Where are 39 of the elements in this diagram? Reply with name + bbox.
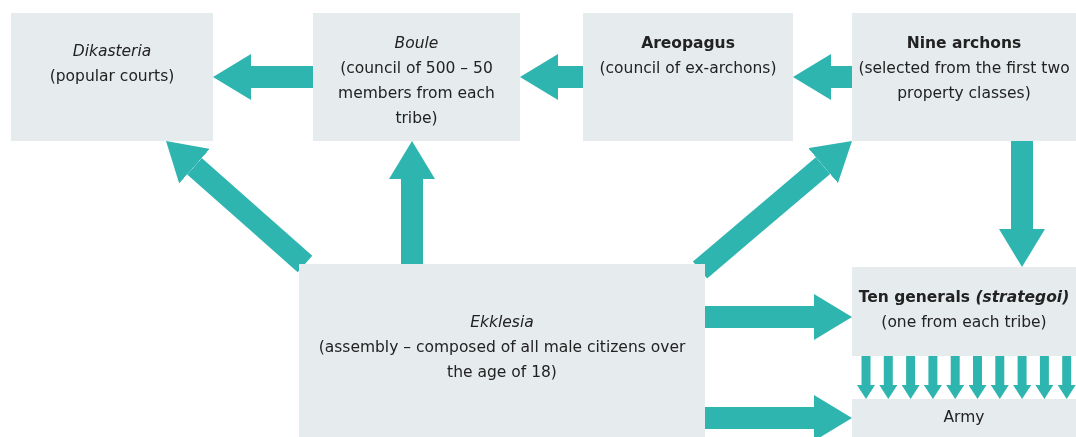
arrow xyxy=(213,54,313,100)
arrow xyxy=(990,356,1009,399)
process-box xyxy=(583,13,793,141)
arrow xyxy=(520,54,583,100)
process-box xyxy=(852,13,1076,141)
arrow xyxy=(1057,356,1076,399)
arrow xyxy=(692,141,852,279)
box-text: (council of ex-archons) xyxy=(598,58,778,79)
arrow xyxy=(389,141,435,264)
arrow xyxy=(166,141,313,273)
process-box xyxy=(11,13,213,141)
arrow xyxy=(1013,356,1032,399)
box-heading: Ekklesia xyxy=(469,312,535,333)
process-box xyxy=(852,267,1076,356)
box-text: (assembly – composed of all male citizens over the age of 18) xyxy=(317,337,687,383)
box-text: (selected from the first two property classes) xyxy=(857,58,1071,104)
process-box xyxy=(852,399,1076,437)
arrow xyxy=(793,54,852,100)
process-box xyxy=(313,13,520,141)
box-text: (council of 500 – 50 members from each tribe) xyxy=(337,58,496,129)
process-box xyxy=(299,264,705,437)
arrow xyxy=(879,356,898,399)
arrow xyxy=(968,356,987,399)
arrow xyxy=(705,395,852,437)
box-heading: Areopagus xyxy=(640,33,736,54)
arrow xyxy=(999,141,1045,267)
box-text: (one from each tribe) xyxy=(880,312,1048,333)
arrow xyxy=(923,356,942,399)
arrow xyxy=(901,356,920,399)
box-heading: Nine archons xyxy=(905,33,1023,54)
arrow xyxy=(857,356,875,399)
box-heading: Dikasteria xyxy=(71,41,153,62)
arrow xyxy=(946,356,965,399)
arrow xyxy=(705,294,852,340)
box-heading: Boule xyxy=(393,33,440,54)
box-heading: Ten generals (strategoi) xyxy=(857,287,1071,308)
box-text: Army xyxy=(942,407,986,428)
arrow xyxy=(1035,356,1054,399)
box-text: (popular courts) xyxy=(48,66,176,87)
